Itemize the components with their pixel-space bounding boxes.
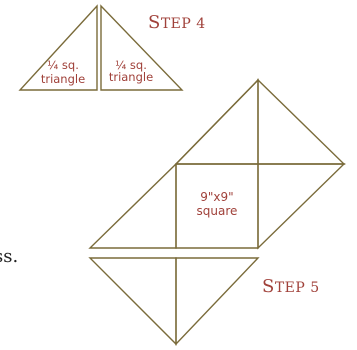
body-text-fragment: ss. (0, 246, 18, 267)
lower-triangle-left (88, 257, 177, 346)
quarter-square-triangle-right (100, 4, 184, 91)
step-4-group: STEP 4 ¼ sq. triangle ¼ sq. triangle (18, 4, 206, 91)
triangle-right (257, 163, 346, 250)
step-4-label: STEP 4 (148, 12, 206, 33)
lower-triangle-right (175, 257, 260, 346)
triangle-right-label-line2: triangle (109, 70, 153, 84)
square-label-line1: 9"x9" (200, 190, 233, 204)
step-5-group: 9"x9" square STEP 5 (88, 78, 346, 346)
triangle-right-label-line1: ¼ sq. (115, 58, 147, 72)
triangle-left (88, 162, 177, 249)
quarter-square-triangle-left (18, 4, 98, 91)
triangle-upper-right (257, 78, 346, 165)
square-label-line2: square (197, 204, 238, 218)
edge-upper-left (175, 79, 259, 165)
triangle-left-label-line2: triangle (41, 72, 85, 86)
step-5-label: STEP 5 (262, 276, 320, 297)
triangle-left-label-line1: ¼ sq. (47, 58, 79, 72)
